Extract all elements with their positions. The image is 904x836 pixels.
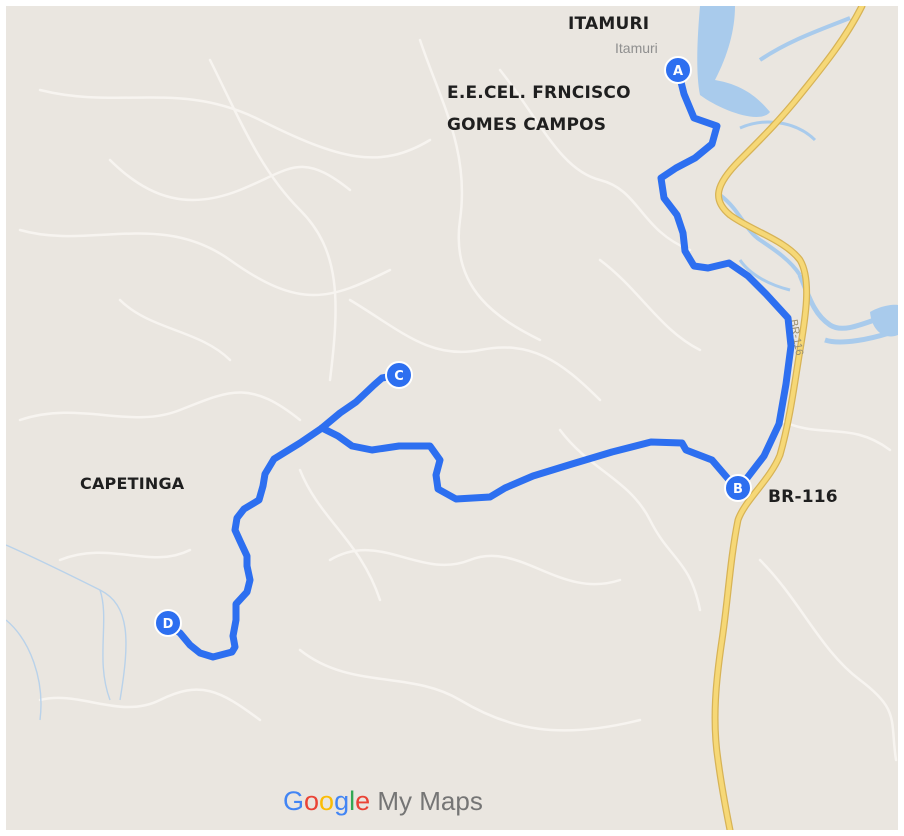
- route-segment-d: [164, 424, 326, 661]
- streams: [6, 544, 127, 721]
- marker-a-letter: A: [673, 64, 683, 79]
- watermark-suffix: My Maps: [370, 786, 483, 816]
- label-school-line1: E.E.CEL. FRNCISCO: [447, 83, 631, 103]
- town-label: Itamuri: [615, 40, 658, 56]
- brand-letter: e: [355, 786, 371, 816]
- marker-b[interactable]: B: [724, 474, 752, 502]
- marker-c[interactable]: C: [385, 361, 413, 389]
- map-canvas[interactable]: BR-116 A B C D: [6, 6, 898, 830]
- label-school-line2: GOMES CAMPOS: [447, 115, 607, 135]
- terrain-lines: [18, 38, 898, 762]
- marker-d-letter: D: [163, 617, 174, 632]
- marker-c-letter: C: [394, 369, 404, 384]
- label-capetinga: CAPETINGA: [80, 474, 185, 493]
- marker-a[interactable]: A: [664, 56, 692, 84]
- label-br116: BR-116: [768, 487, 838, 507]
- route-segment-c: [318, 371, 402, 432]
- marker-d[interactable]: D: [154, 609, 182, 637]
- brand-letter: G: [283, 786, 305, 816]
- marker-b-letter: B: [733, 482, 743, 497]
- brand-letter: o: [304, 786, 320, 816]
- highway-br116: [711, 6, 866, 830]
- label-itamuri: ITAMURI: [568, 14, 650, 34]
- brand-letter: l: [349, 786, 356, 816]
- brand-letter: g: [334, 786, 350, 816]
- route: [164, 66, 795, 661]
- brand-letter: o: [319, 786, 335, 816]
- map-layer: BR-116 A B C D: [6, 6, 898, 830]
- river: [697, 6, 898, 345]
- route-segment-a-b: [318, 66, 795, 503]
- google-my-maps-watermark: Google My Maps: [283, 786, 483, 817]
